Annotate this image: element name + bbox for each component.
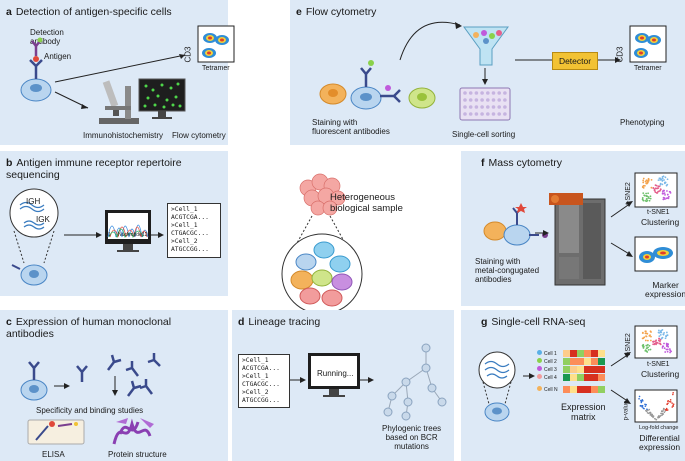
protein-structure-icon <box>112 418 154 445</box>
seq-line: >Cell_2 <box>242 389 269 396</box>
cell-list: Cell 1 Cell 2 Cell 3 Cell 4 Cell N <box>537 350 558 394</box>
detection-antibody-label: Detection antibody <box>30 28 64 46</box>
seq-line: CTGACGC... <box>171 230 209 237</box>
tsne-plot-f <box>634 172 678 208</box>
differential-label: Differential expression <box>639 433 681 452</box>
antibody-expression-icon <box>20 353 161 401</box>
logfold-label: Log-fold change <box>639 425 679 431</box>
nucleotide-tick-start: 1 <box>108 232 111 238</box>
plate-icon <box>459 87 511 121</box>
arrows-e <box>399 21 621 85</box>
tetramer-label-e: Tetramer <box>634 65 662 72</box>
pvalue-label: p-value <box>623 400 630 421</box>
protein-label: Protein structure <box>108 450 167 459</box>
ig-circle-icon <box>9 188 59 286</box>
heterogeneous-sample-icon <box>281 173 363 315</box>
staining-label-e: Staining with fluorescent antibodies <box>312 118 390 136</box>
nucleotide-tick-end: 12 <box>142 232 148 238</box>
tsne2-label-g: t-SNE2 <box>624 333 632 356</box>
flow-plot-e <box>629 25 667 63</box>
cd3-label-a: CD3 <box>183 46 193 63</box>
seq-line: ATGCCGG... <box>242 397 280 404</box>
seq-line: >Cell_1 <box>242 373 269 380</box>
nucleotide-label: Nucleotide <box>118 232 142 238</box>
cell-row: Cell 3 <box>537 366 558 374</box>
tsne-plot-g <box>634 325 678 359</box>
cell-with-antibody-icon <box>20 37 52 102</box>
seq-line: ACGTCGA... <box>171 214 209 221</box>
arrows-a <box>54 54 186 109</box>
seq-line: >Cell_1 <box>171 206 198 213</box>
cell-row: Cell N <box>537 386 558 394</box>
cell-row: Cell 4 <box>537 374 558 382</box>
marker-plot-f <box>634 236 678 272</box>
arrows-b <box>64 232 164 238</box>
arrows-d <box>290 377 374 383</box>
staining-label-f: Staining with metal-congugated antibodie… <box>475 257 540 284</box>
arrows-g <box>523 352 631 404</box>
phenotyping-label: Phenotyping <box>620 118 665 127</box>
igh-label: IGH <box>26 197 41 206</box>
tsne2-label-f: t-SNE2 <box>624 182 632 205</box>
microscope-icon <box>99 80 139 124</box>
staining-cells-icon <box>319 60 436 110</box>
ihc-label: Immunohistochemistry <box>83 131 164 140</box>
monitor-icon <box>138 78 186 119</box>
clustering-label-f: Clustering <box>641 217 680 227</box>
cell-row: Cell 2 <box>537 358 558 366</box>
flow-cytometry-label-a: Flow cytometry <box>172 131 226 140</box>
funnel-icon <box>463 26 509 66</box>
phylo-label: Phylogenic trees based on BCR mutations <box>382 424 442 451</box>
metal-stained-cells-icon <box>483 203 548 246</box>
clustering-label-g: Clustering <box>641 369 680 379</box>
flow-plot-a <box>197 25 235 63</box>
running-label: Running... <box>317 369 354 378</box>
arrows-f <box>535 201 633 257</box>
seq-line: ACGTCGA... <box>242 365 280 372</box>
volcano-plot-g <box>634 389 678 423</box>
seq-line: ATGCCGG... <box>171 246 209 253</box>
rna-cell-icon <box>478 351 516 422</box>
detector-box: Detector <box>552 52 598 70</box>
tsne1-label-g: t-SNE1 <box>647 361 670 368</box>
elisa-icon <box>27 419 85 445</box>
tsne1-label-f: t-SNE1 <box>647 209 670 216</box>
seq-line: >Cell_1 <box>242 357 269 364</box>
cell-row: Cell 1 <box>537 350 558 358</box>
phylo-tree-icon <box>383 343 447 421</box>
matrix-label: Expression matrix <box>561 402 606 422</box>
elisa-label: ELISA <box>42 450 65 459</box>
antigen-label: Antigen <box>44 52 72 61</box>
sequencer-monitor-icon <box>105 210 151 252</box>
sequence-box-b: >Cell_1 ACGTCGA... >Cell_1 CTGACGC... >C… <box>167 203 221 258</box>
mass-cytometer-icon <box>549 193 606 286</box>
seq-line: >Cell_1 <box>171 222 198 229</box>
seq-line: CTGACGC... <box>242 381 280 388</box>
lineage-monitor-icon <box>308 353 360 397</box>
expression-matrix-icon <box>563 350 605 393</box>
marker-label-f: Marker expression <box>645 280 685 299</box>
sequence-box-d: >Cell_1 ACGTCGA... >Cell_1 CTGACGC... >C… <box>238 354 290 408</box>
tetramer-label-a: Tetramer <box>202 65 230 72</box>
specificity-label: Specificity and binding studies <box>36 406 144 415</box>
igk-label: IGK <box>36 215 50 224</box>
seq-line: >Cell_2 <box>171 238 198 245</box>
heterogeneous-sample-label: Heterogeneous biological sample <box>330 192 403 214</box>
cd3-label-e: CD3 <box>615 46 625 63</box>
sorting-label: Single-cell sorting <box>452 130 516 139</box>
